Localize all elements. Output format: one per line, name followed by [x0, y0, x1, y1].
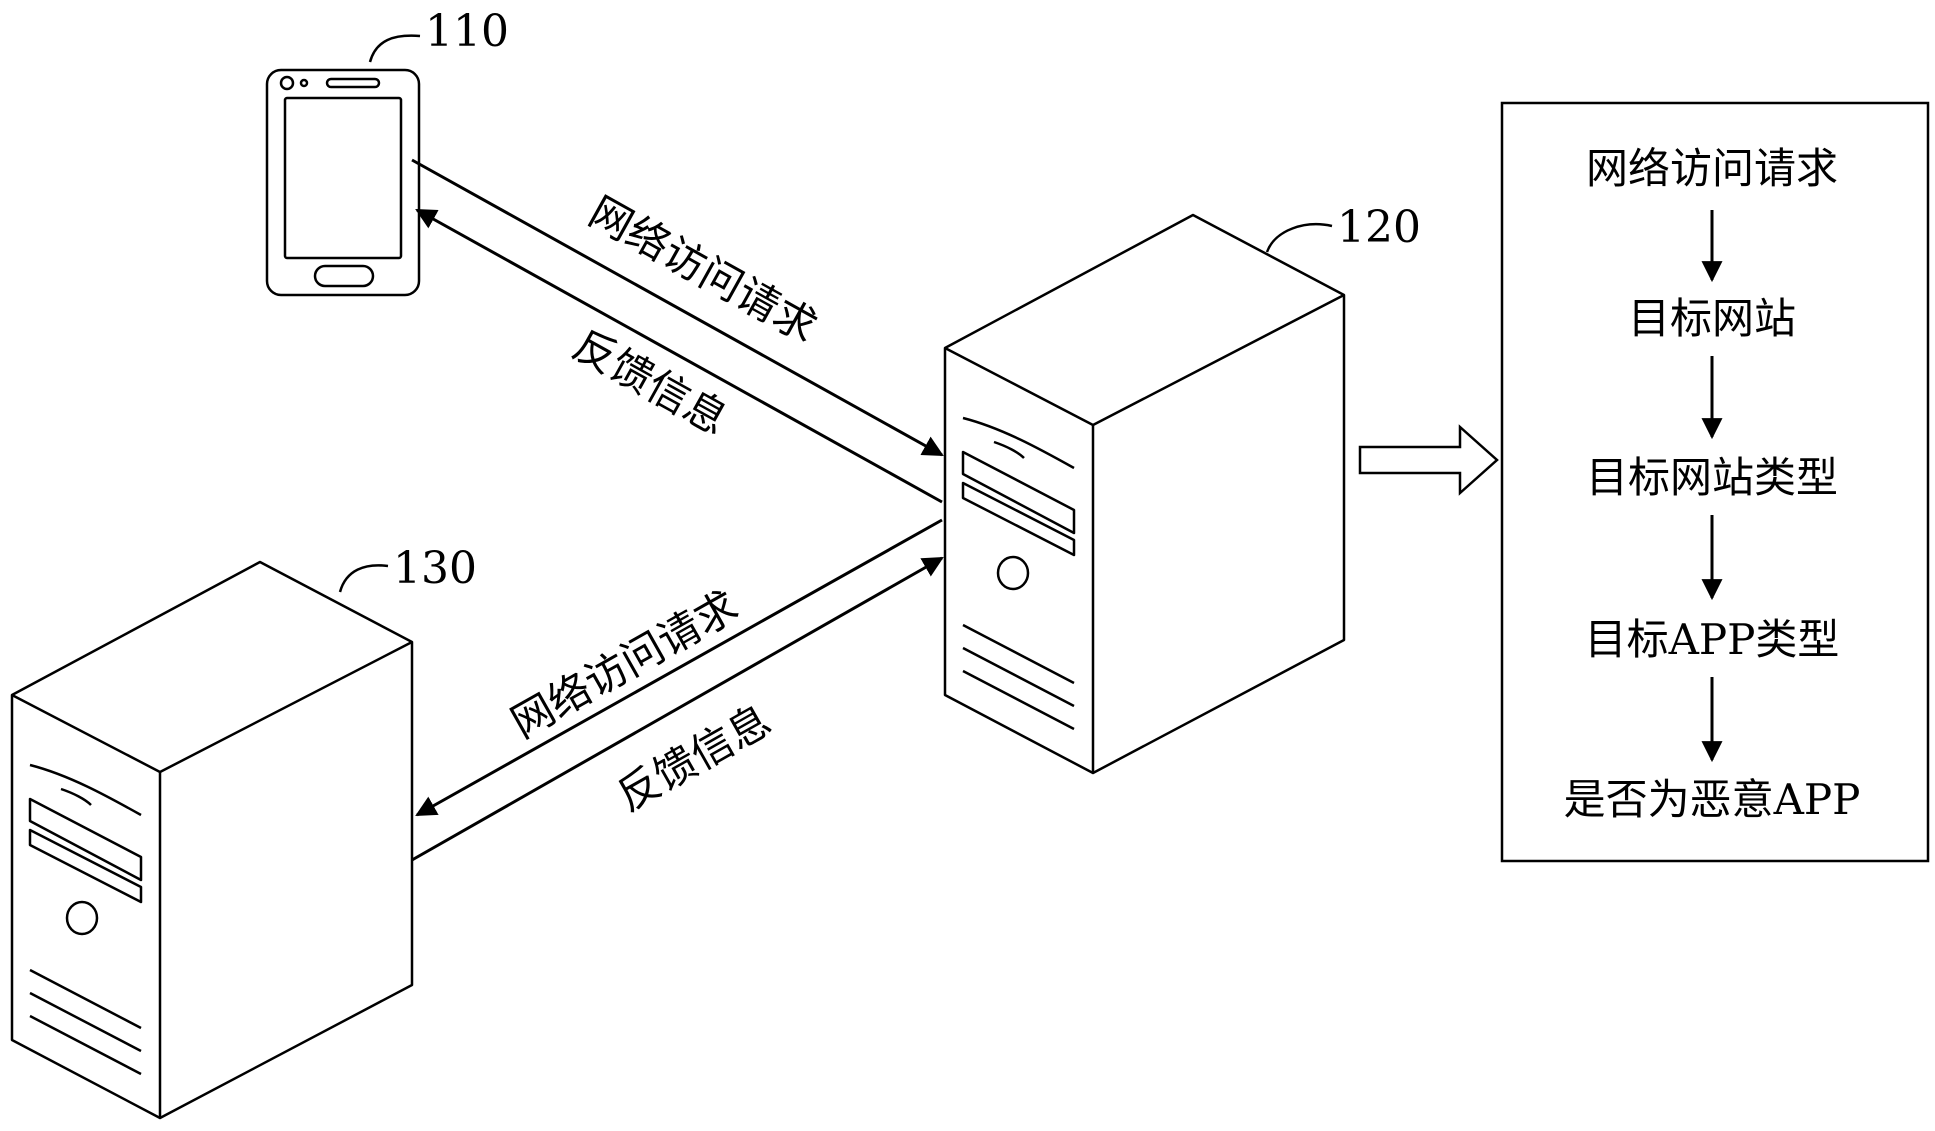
flow-box: [1500, 101, 1930, 863]
phone-device: [265, 68, 421, 297]
main-server: [943, 213, 1346, 775]
main-server-ref-label: 120: [1337, 202, 1421, 253]
phone-ref-leader: [368, 34, 421, 63]
hollow-right-arrow: [1358, 424, 1499, 496]
flow-step-2: 目标网站: [1628, 294, 1796, 343]
flow-step-1: 网络访问请求: [1586, 144, 1838, 193]
flow-step-3: 目标网站类型: [1586, 453, 1838, 502]
target-request-arrow: [415, 518, 943, 817]
phone-feedback-arrow: [415, 208, 943, 504]
target-feedback-arrow: [411, 556, 944, 862]
target-feedback-label: 反馈信息: [609, 695, 779, 820]
target-server: [10, 560, 414, 1120]
target-server-ref-label: 130: [393, 543, 477, 594]
phone-request-arrow: [411, 158, 944, 457]
target-server-ref-leader: [338, 564, 389, 593]
flow-step-5: 是否为恶意APP: [1564, 775, 1861, 824]
flow-step-4: 目标APP类型: [1585, 615, 1840, 664]
main-server-ref-leader: [1265, 223, 1333, 253]
phone-ref-label: 110: [425, 6, 509, 57]
phone-request-label: 网络访问请求: [581, 187, 825, 352]
